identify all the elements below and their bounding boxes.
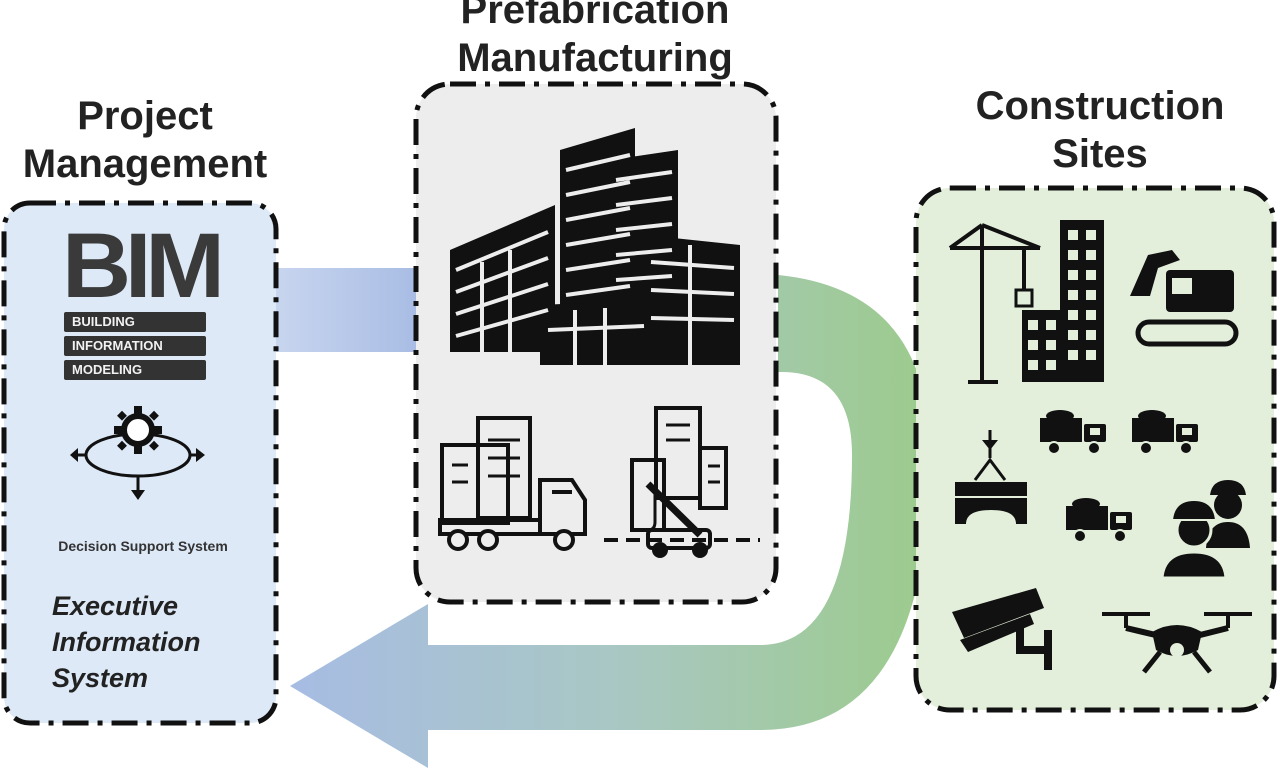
excavator-icon bbox=[1130, 250, 1239, 347]
executive-information-label: Executive Information System bbox=[52, 591, 201, 693]
decision-support-label: Decision Support System bbox=[58, 538, 228, 554]
return-arrow bbox=[290, 275, 930, 768]
project-management-title: Project Management bbox=[22, 94, 268, 186]
building-crane-icon bbox=[604, 406, 760, 558]
hoist-load-icon bbox=[955, 430, 1027, 524]
building-truck-icon bbox=[438, 416, 587, 551]
project-management-panel bbox=[1, 200, 279, 726]
bim-logo: BIM BUILDING INFORMATION MODELING bbox=[62, 220, 225, 380]
security-camera-icon bbox=[952, 588, 1052, 670]
bim-letters: BIM bbox=[62, 215, 225, 317]
bim-line-modeling: MODELING bbox=[64, 360, 206, 380]
pm-to-prefab-connector bbox=[270, 268, 420, 352]
flow-arrows bbox=[270, 268, 930, 768]
gear-arrows-icon bbox=[70, 406, 205, 500]
drone-icon bbox=[1102, 612, 1252, 674]
workers-icon bbox=[1160, 480, 1250, 580]
dump-truck-icon bbox=[1040, 410, 1198, 543]
construction-sites-title: Construction Sites bbox=[975, 84, 1225, 176]
bim-line-building: BUILDING bbox=[64, 312, 206, 332]
tower-crane-icon bbox=[948, 220, 1104, 384]
skyscraper-group-icon bbox=[450, 128, 740, 365]
prefabrication-title: Prefabrication Manufacturing bbox=[457, 0, 733, 80]
bim-line-information: INFORMATION bbox=[64, 336, 206, 356]
